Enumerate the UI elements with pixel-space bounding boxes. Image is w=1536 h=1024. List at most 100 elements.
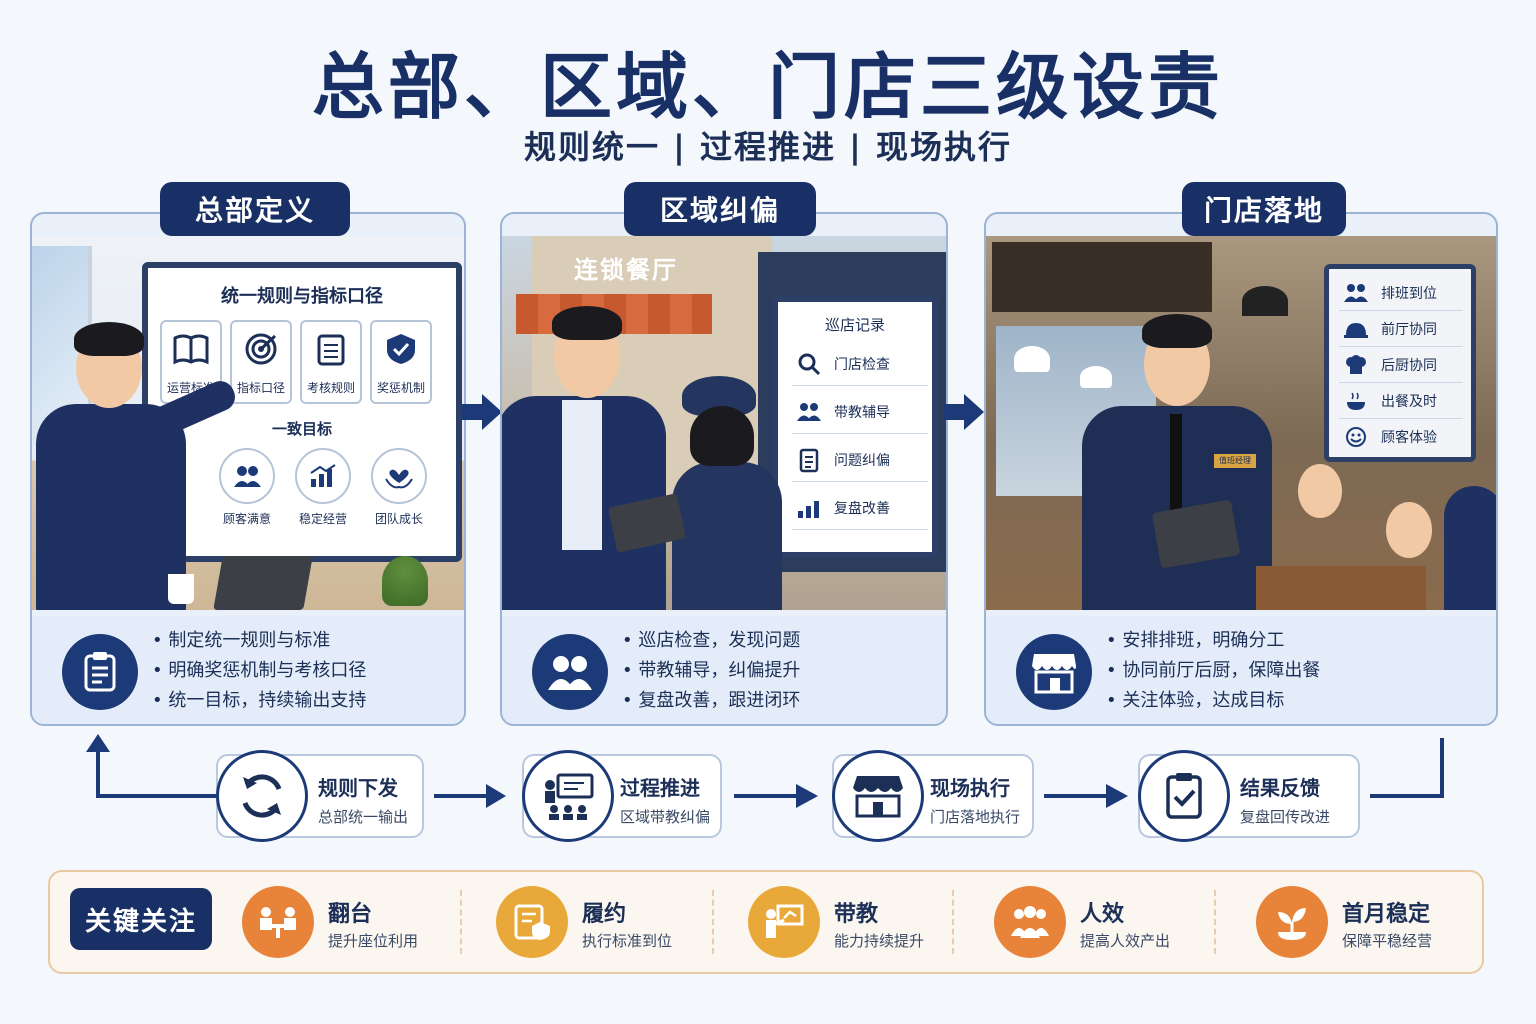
panel-region: 连锁餐厅 巡店记录 门店检查 带教辅导 问题纠偏 复盘改善	[500, 212, 948, 726]
store-manager-hair	[1142, 314, 1212, 348]
dining-table	[1256, 566, 1426, 610]
divider	[952, 890, 954, 954]
name-badge: 值班经理	[1214, 454, 1256, 468]
chef-hat	[1080, 366, 1112, 388]
bullet-item: 统一目标，持续输出支持	[152, 686, 366, 716]
focus-item-coaching: 带教 能力持续提升	[748, 882, 948, 962]
row-serving: 出餐及时	[1339, 383, 1463, 419]
row-store-check: 门店检查	[792, 342, 928, 386]
focus-item-efficiency: 人效 提高人效产出	[994, 882, 1194, 962]
regional-manager-hair	[552, 306, 622, 340]
laptop	[213, 556, 313, 610]
focus-item-first-month: 首月稳定 保障平稳经营	[1256, 882, 1456, 962]
menu-wall	[992, 242, 1212, 312]
tile-metric-caliber: 指标口径	[230, 320, 292, 404]
target-icon	[245, 333, 277, 365]
arrow-right-icon	[434, 784, 506, 808]
checklist-icon	[799, 448, 819, 472]
goal-customer-satisfaction: 顾客满意	[212, 448, 282, 527]
hq-scene: 统一规则与指标口径 运营标准 指标口径 考核规则 奖惩机制 一致目标 顾客满意	[32, 236, 464, 610]
goal-title: 一致目标	[271, 420, 332, 438]
search-icon	[798, 353, 821, 375]
team-icon	[1344, 283, 1368, 302]
goal-team-growth: 团队成长	[364, 448, 434, 527]
focus-item-fulfillment: 履约 执行标准到位	[496, 882, 696, 962]
region-scene: 连锁餐厅 巡店记录 门店检查 带教辅导 问题纠偏 复盘改善	[502, 236, 946, 610]
focus-item-table-turnover: 翻台 提升座位利用	[242, 882, 442, 962]
book-icon	[173, 334, 209, 365]
page-title: 总部、区域、门店三级设责	[311, 45, 1224, 129]
team-icon	[797, 402, 821, 421]
key-focus-tag: 关键关注	[70, 888, 212, 950]
arrow-right-icon	[462, 394, 502, 430]
store-manager-tie	[1170, 414, 1182, 524]
shield-icon	[387, 334, 415, 364]
diner-head	[1386, 502, 1432, 558]
goal-stable-operation: 稳定经营	[288, 448, 358, 527]
bullet-item: 协同前厅后厨，保障出餐	[1106, 656, 1320, 686]
training-icon	[522, 750, 614, 842]
bowl-icon	[1347, 392, 1365, 410]
divider	[460, 890, 462, 954]
growth-chart-icon	[798, 500, 819, 518]
panel-tag-region: 区域纠偏	[624, 182, 816, 236]
row-coaching: 带教辅导	[792, 390, 928, 434]
store-task-board: 排班到位 前厅协同 后厨协同 出餐及时 顾客体验	[1324, 264, 1476, 462]
panel-store: 排班到位 前厅协同 后厨协同 出餐及时 顾客体验 值班经理	[984, 212, 1498, 726]
bullet-item: 关注体验，达成目标	[1106, 686, 1320, 716]
store-icon	[1016, 634, 1092, 710]
arrow-right-icon	[1044, 784, 1128, 808]
region-bullets: 巡店检查，发现问题 带教辅导，纠偏提升 复盘改善，跟进闭环	[502, 616, 946, 724]
pendant-lamp	[1242, 286, 1288, 316]
checklist-shield-icon	[496, 886, 568, 958]
heart-hands-icon	[385, 469, 413, 489]
bullet-item: 复盘改善，跟进闭环	[622, 686, 800, 716]
checklist-icon	[1138, 750, 1230, 842]
diner-head	[1298, 464, 1342, 518]
panel-tag-store: 门店落地	[1182, 182, 1346, 236]
chef-hat	[1014, 346, 1050, 372]
arrow-right-icon	[944, 394, 984, 430]
tile-reward-mechanism: 奖惩机制	[370, 320, 432, 404]
row-experience: 顾客体验	[1339, 419, 1463, 455]
bullet-item: 明确奖惩机制与考核口径	[152, 656, 366, 686]
arrow-right-icon	[734, 784, 818, 808]
chef-hat-icon	[1346, 354, 1366, 374]
tile-operations-standard: 运营标准	[160, 320, 222, 404]
waitress-body	[1444, 486, 1496, 610]
bullet-item: 带教辅导，纠偏提升	[622, 656, 800, 686]
board-title: 统一规则与指标口径	[221, 286, 383, 307]
store-scene: 排班到位 前厅协同 后厨协同 出餐及时 顾客体验 值班经理	[986, 236, 1496, 610]
row-correction: 问题纠偏	[792, 438, 928, 482]
presenter-icon	[748, 886, 820, 958]
team-icon	[994, 886, 1066, 958]
clipboard-icon	[62, 634, 138, 710]
store-bullets: 安排排班，明确分工 协同前厅后厨，保障出餐 关注体验，达成目标	[986, 616, 1496, 724]
panel-hq: 统一规则与指标口径 运营标准 指标口径 考核规则 奖惩机制 一致目标 顾客满意	[30, 212, 466, 726]
staff-body	[672, 462, 782, 610]
refresh-icon	[216, 750, 308, 842]
divider	[712, 890, 714, 954]
page-subtitle: 规则统一 | 过程推进 | 现场执行	[524, 128, 1012, 166]
smile-icon	[1346, 427, 1366, 447]
sprout-icon	[1256, 886, 1328, 958]
cloche-icon	[1344, 322, 1368, 338]
bullet-item: 制定统一规则与标准	[152, 626, 366, 656]
meeting-icon	[242, 886, 314, 958]
plant	[382, 556, 428, 606]
board-title: 巡店记录	[824, 316, 885, 334]
cup	[168, 574, 194, 604]
team-icon	[532, 634, 608, 710]
staff-hair	[690, 406, 754, 466]
panel-tag-hq: 总部定义	[160, 182, 350, 236]
hq-presenter-hair	[74, 322, 144, 356]
clipboard-icon	[317, 334, 345, 366]
row-shift: 排班到位	[1339, 275, 1463, 311]
people-icon	[234, 466, 261, 487]
tile-assessment-rules: 考核规则	[300, 320, 362, 404]
bullet-item: 巡店检查，发现问题	[622, 626, 800, 656]
growth-chart-icon	[310, 464, 336, 487]
divider	[1214, 890, 1216, 954]
row-front: 前厅协同	[1339, 311, 1463, 347]
patrol-record-board: 巡店记录 门店检查 带教辅导 问题纠偏 复盘改善	[772, 296, 938, 558]
